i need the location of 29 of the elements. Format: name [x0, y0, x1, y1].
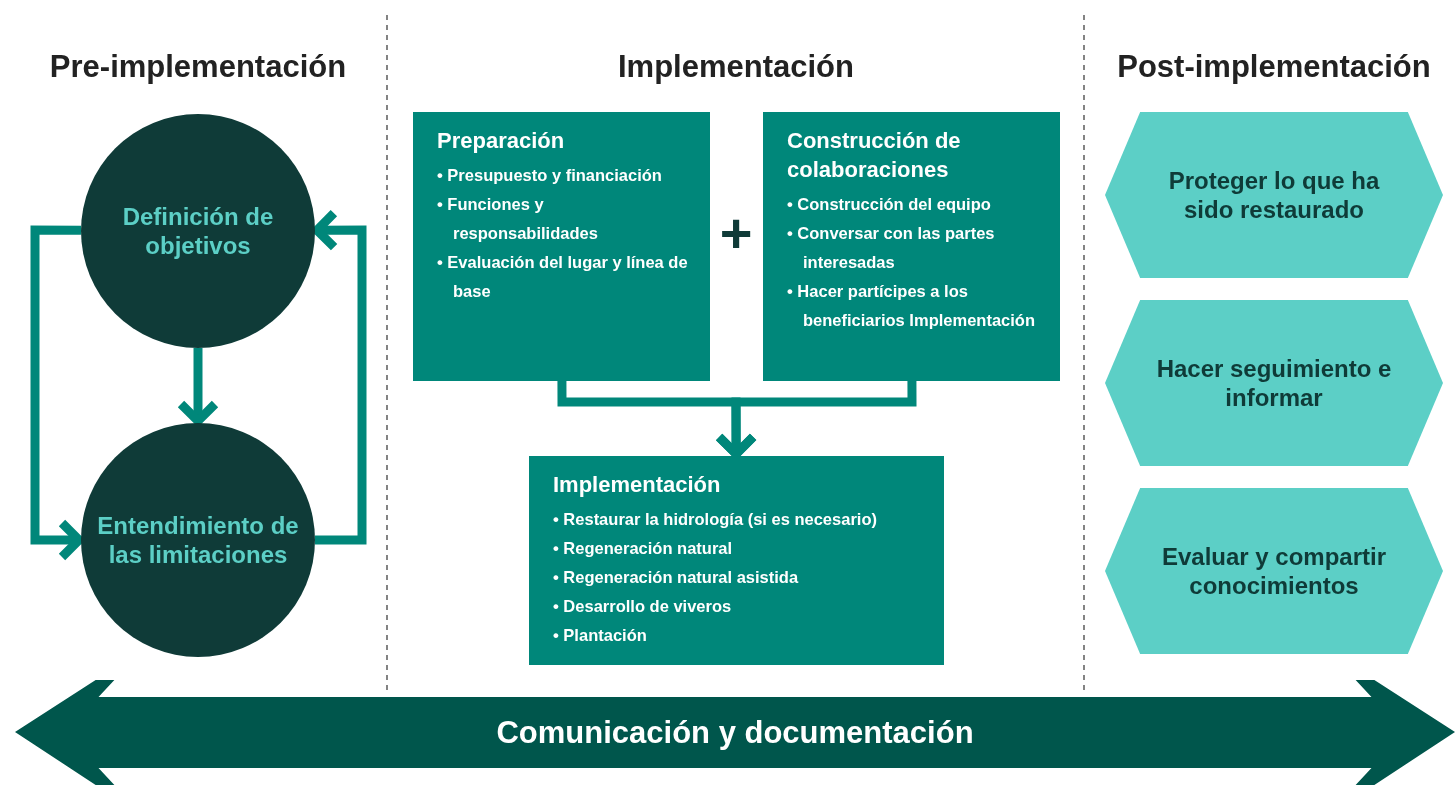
bullet-item: • Desarrollo de viveros [553, 596, 733, 617]
column-heading: Pre-implementación [49, 49, 347, 85]
node-label: Evaluar y compartir conocimientos [1160, 542, 1388, 600]
bullet-item: • Restaurar la hidrología (si es necesario) [553, 509, 878, 530]
node-label: Entendimiento de las limitaciones [96, 511, 300, 569]
bullet-item: • Construcción del equipo [787, 194, 992, 215]
bullet-item: • Funciones y responsabilidades [437, 194, 599, 244]
node-label: Hacer seguimiento e informar [1155, 354, 1393, 412]
box-heading: Preparación [437, 127, 566, 155]
band-label: Comunicación y documentación [496, 714, 974, 751]
process-box [529, 456, 944, 665]
box-heading: Implementación [553, 471, 722, 499]
bullet-item: • Regeneración natural asistida [553, 567, 800, 588]
bullet-item: • Hacer partícipes a los beneficiarios Implementación [787, 281, 1036, 331]
bullet-item: • Plantación [553, 625, 648, 646]
bullet-item: • Regeneración natural [553, 538, 734, 559]
bullet-item: • Evaluación del lugar y línea de base [437, 252, 689, 302]
box-heading: Construcción de colaboraciones [787, 127, 962, 184]
arrow [176, 348, 220, 426]
bullet-item: • Conversar con las partes interesadas [787, 223, 996, 273]
node-label: Definición de objetivos [121, 202, 275, 260]
bullet-item: • Presupuesto y financiación [437, 165, 663, 186]
node-label: Proteger lo que ha sido restaurado [1167, 166, 1381, 224]
column-heading: Implementación [618, 49, 854, 85]
plus-sign: + [719, 199, 753, 265]
process-box [413, 112, 710, 381]
column-heading: Post-implementación [1117, 49, 1431, 85]
process-box [763, 112, 1060, 381]
arrow [714, 381, 917, 459]
